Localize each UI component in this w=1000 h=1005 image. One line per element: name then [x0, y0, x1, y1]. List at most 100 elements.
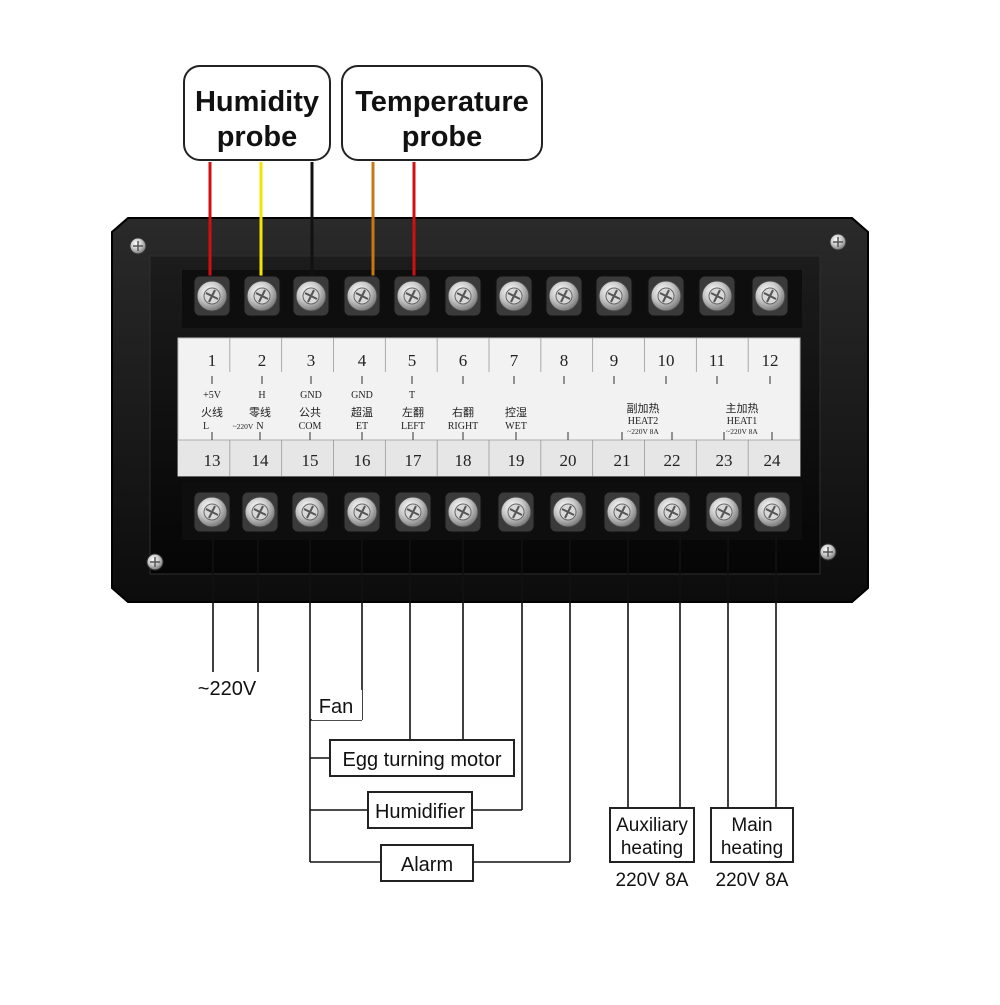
terminal-number-13: 13: [204, 451, 221, 470]
egg-turning-motor-box: Egg turning motor: [329, 739, 515, 777]
terminal-en-label-15: COM: [299, 421, 322, 432]
terminal-screw-15-icon: [291, 491, 329, 533]
main-heating-box: Main heating: [710, 807, 794, 863]
terminal-number-6: 6: [459, 351, 468, 370]
terminal-screw-21-icon: [603, 491, 641, 533]
terminal-cn-label-18: 右翻: [452, 405, 474, 419]
terminal-screw-2-icon: [243, 275, 281, 317]
terminal-screw-1-icon: [193, 275, 231, 317]
terminal-cn-label-16: 超温: [351, 405, 373, 419]
terminal-number-21: 21: [614, 451, 631, 470]
terminal-screw-12-icon: [751, 275, 789, 317]
terminal-en-label-18: RIGHT: [448, 421, 479, 432]
terminal-number-24: 24: [764, 451, 782, 470]
main-heating-line1: Main: [731, 815, 772, 836]
humidifier-box: Humidifier: [367, 791, 473, 829]
terminal-cn-label-19: 控湿: [505, 405, 527, 419]
terminal-screw-10-icon: [647, 275, 685, 317]
terminal-number-17: 17: [405, 451, 423, 470]
heat2-en-label: HEAT2: [628, 416, 659, 427]
input-voltage-label: ~220V: [233, 422, 254, 431]
terminal-label-5: T: [409, 390, 415, 401]
terminal-number-16: 16: [354, 451, 371, 470]
heat1-cn-label: 主加热: [726, 402, 759, 415]
humidity-probe-line1: Humidity: [195, 86, 319, 118]
main-heating-rating: 220V 8A: [716, 870, 789, 891]
terminal-number-4: 4: [358, 351, 367, 370]
terminal-number-23: 23: [716, 451, 733, 470]
terminal-number-5: 5: [408, 351, 417, 370]
terminal-number-19: 19: [508, 451, 525, 470]
humidity-probe-callout: Humidity probe: [183, 65, 331, 161]
terminal-cn-label-15: 公共: [299, 406, 321, 419]
temperature-probe-line2: probe: [402, 121, 483, 153]
terminal-number-12: 12: [762, 351, 779, 370]
humidity-probe-line2: probe: [217, 121, 298, 153]
heat1-panel-label: 主加热 HEAT1 ~220V 8A: [726, 402, 759, 436]
terminal-number-1: 1: [208, 351, 217, 370]
temperature-probe-line1: Temperature: [355, 86, 529, 118]
terminal-number-18: 18: [455, 451, 472, 470]
main-heating-line2: heating: [721, 838, 783, 859]
terminal-screw-24-icon: [753, 491, 791, 533]
terminal-screw-5-icon: [393, 275, 431, 317]
temperature-probe-callout: Temperature probe: [341, 65, 543, 161]
terminal-screw-9-icon: [595, 275, 633, 317]
terminal-screw-7-icon: [495, 275, 533, 317]
terminal-screw-23-icon: [705, 491, 743, 533]
svg-text:Fan: Fan: [319, 696, 353, 718]
terminal-number-9: 9: [610, 351, 619, 370]
mounting-screw-icon: [129, 237, 147, 255]
terminal-en-label-19: WET: [505, 421, 527, 432]
terminal-cn-label-14: 零线: [249, 405, 271, 419]
svg-text:Egg turning motor: Egg turning motor: [343, 749, 502, 771]
heat2-rating-label: ~220V 8A: [627, 427, 659, 436]
heat2-cn-label: 副加热: [627, 402, 660, 415]
auxiliary-heating-box: Auxiliary heating: [609, 807, 695, 863]
terminal-screw-4-icon: [343, 275, 381, 317]
terminal-screw-8-icon: [545, 275, 583, 317]
terminal-number-7: 7: [510, 351, 519, 370]
power-input-label: ~220V: [198, 678, 257, 700]
terminal-screw-16-icon: [343, 491, 381, 533]
heat1-rating-label: ~220V 8A: [726, 427, 758, 436]
mounting-screw-icon: [829, 233, 847, 251]
heat2-panel-label: 副加热 HEAT2 ~220V 8A: [627, 402, 660, 436]
terminal-en-label-17: LEFT: [401, 421, 425, 432]
terminal-cn-label-13: 火线: [201, 405, 223, 419]
terminal-cn-label-17: 左翻: [402, 405, 424, 419]
terminal-number-20: 20: [560, 451, 577, 470]
terminal-en-label-16: ET: [356, 421, 368, 432]
terminal-en-label-14: N: [256, 421, 263, 432]
terminal-screw-11-icon: [698, 275, 736, 317]
terminal-screw-3-icon: [292, 275, 330, 317]
mounting-screw-icon: [819, 543, 837, 561]
aux-heating-line2: heating: [621, 838, 683, 859]
terminal-number-11: 11: [709, 351, 725, 370]
terminal-number-10: 10: [658, 351, 675, 370]
terminal-label-3: GND: [300, 390, 322, 401]
mounting-screw-icon: [146, 553, 164, 571]
svg-text:Alarm: Alarm: [401, 854, 453, 876]
terminal-screw-6-icon: [444, 275, 482, 317]
heat1-en-label: HEAT1: [727, 416, 758, 427]
aux-heating-rating: 220V 8A: [616, 870, 689, 891]
load-wires: [212, 512, 777, 863]
terminal-screw-22-icon: [653, 491, 691, 533]
fan-label: Fan: [312, 690, 362, 720]
terminal-screw-18-icon: [444, 491, 482, 533]
terminal-label-4: GND: [351, 390, 373, 401]
svg-text:Humidifier: Humidifier: [375, 801, 465, 823]
terminal-screw-14-icon: [241, 491, 279, 533]
terminal-label-2: H: [258, 390, 265, 401]
terminal-screw-13-icon: [193, 491, 231, 533]
alarm-box: Alarm: [380, 844, 474, 882]
terminal-screw-19-icon: [497, 491, 535, 533]
terminal-number-22: 22: [664, 451, 681, 470]
terminal-number-15: 15: [302, 451, 319, 470]
terminal-number-14: 14: [252, 451, 270, 470]
terminal-number-8: 8: [560, 351, 569, 370]
